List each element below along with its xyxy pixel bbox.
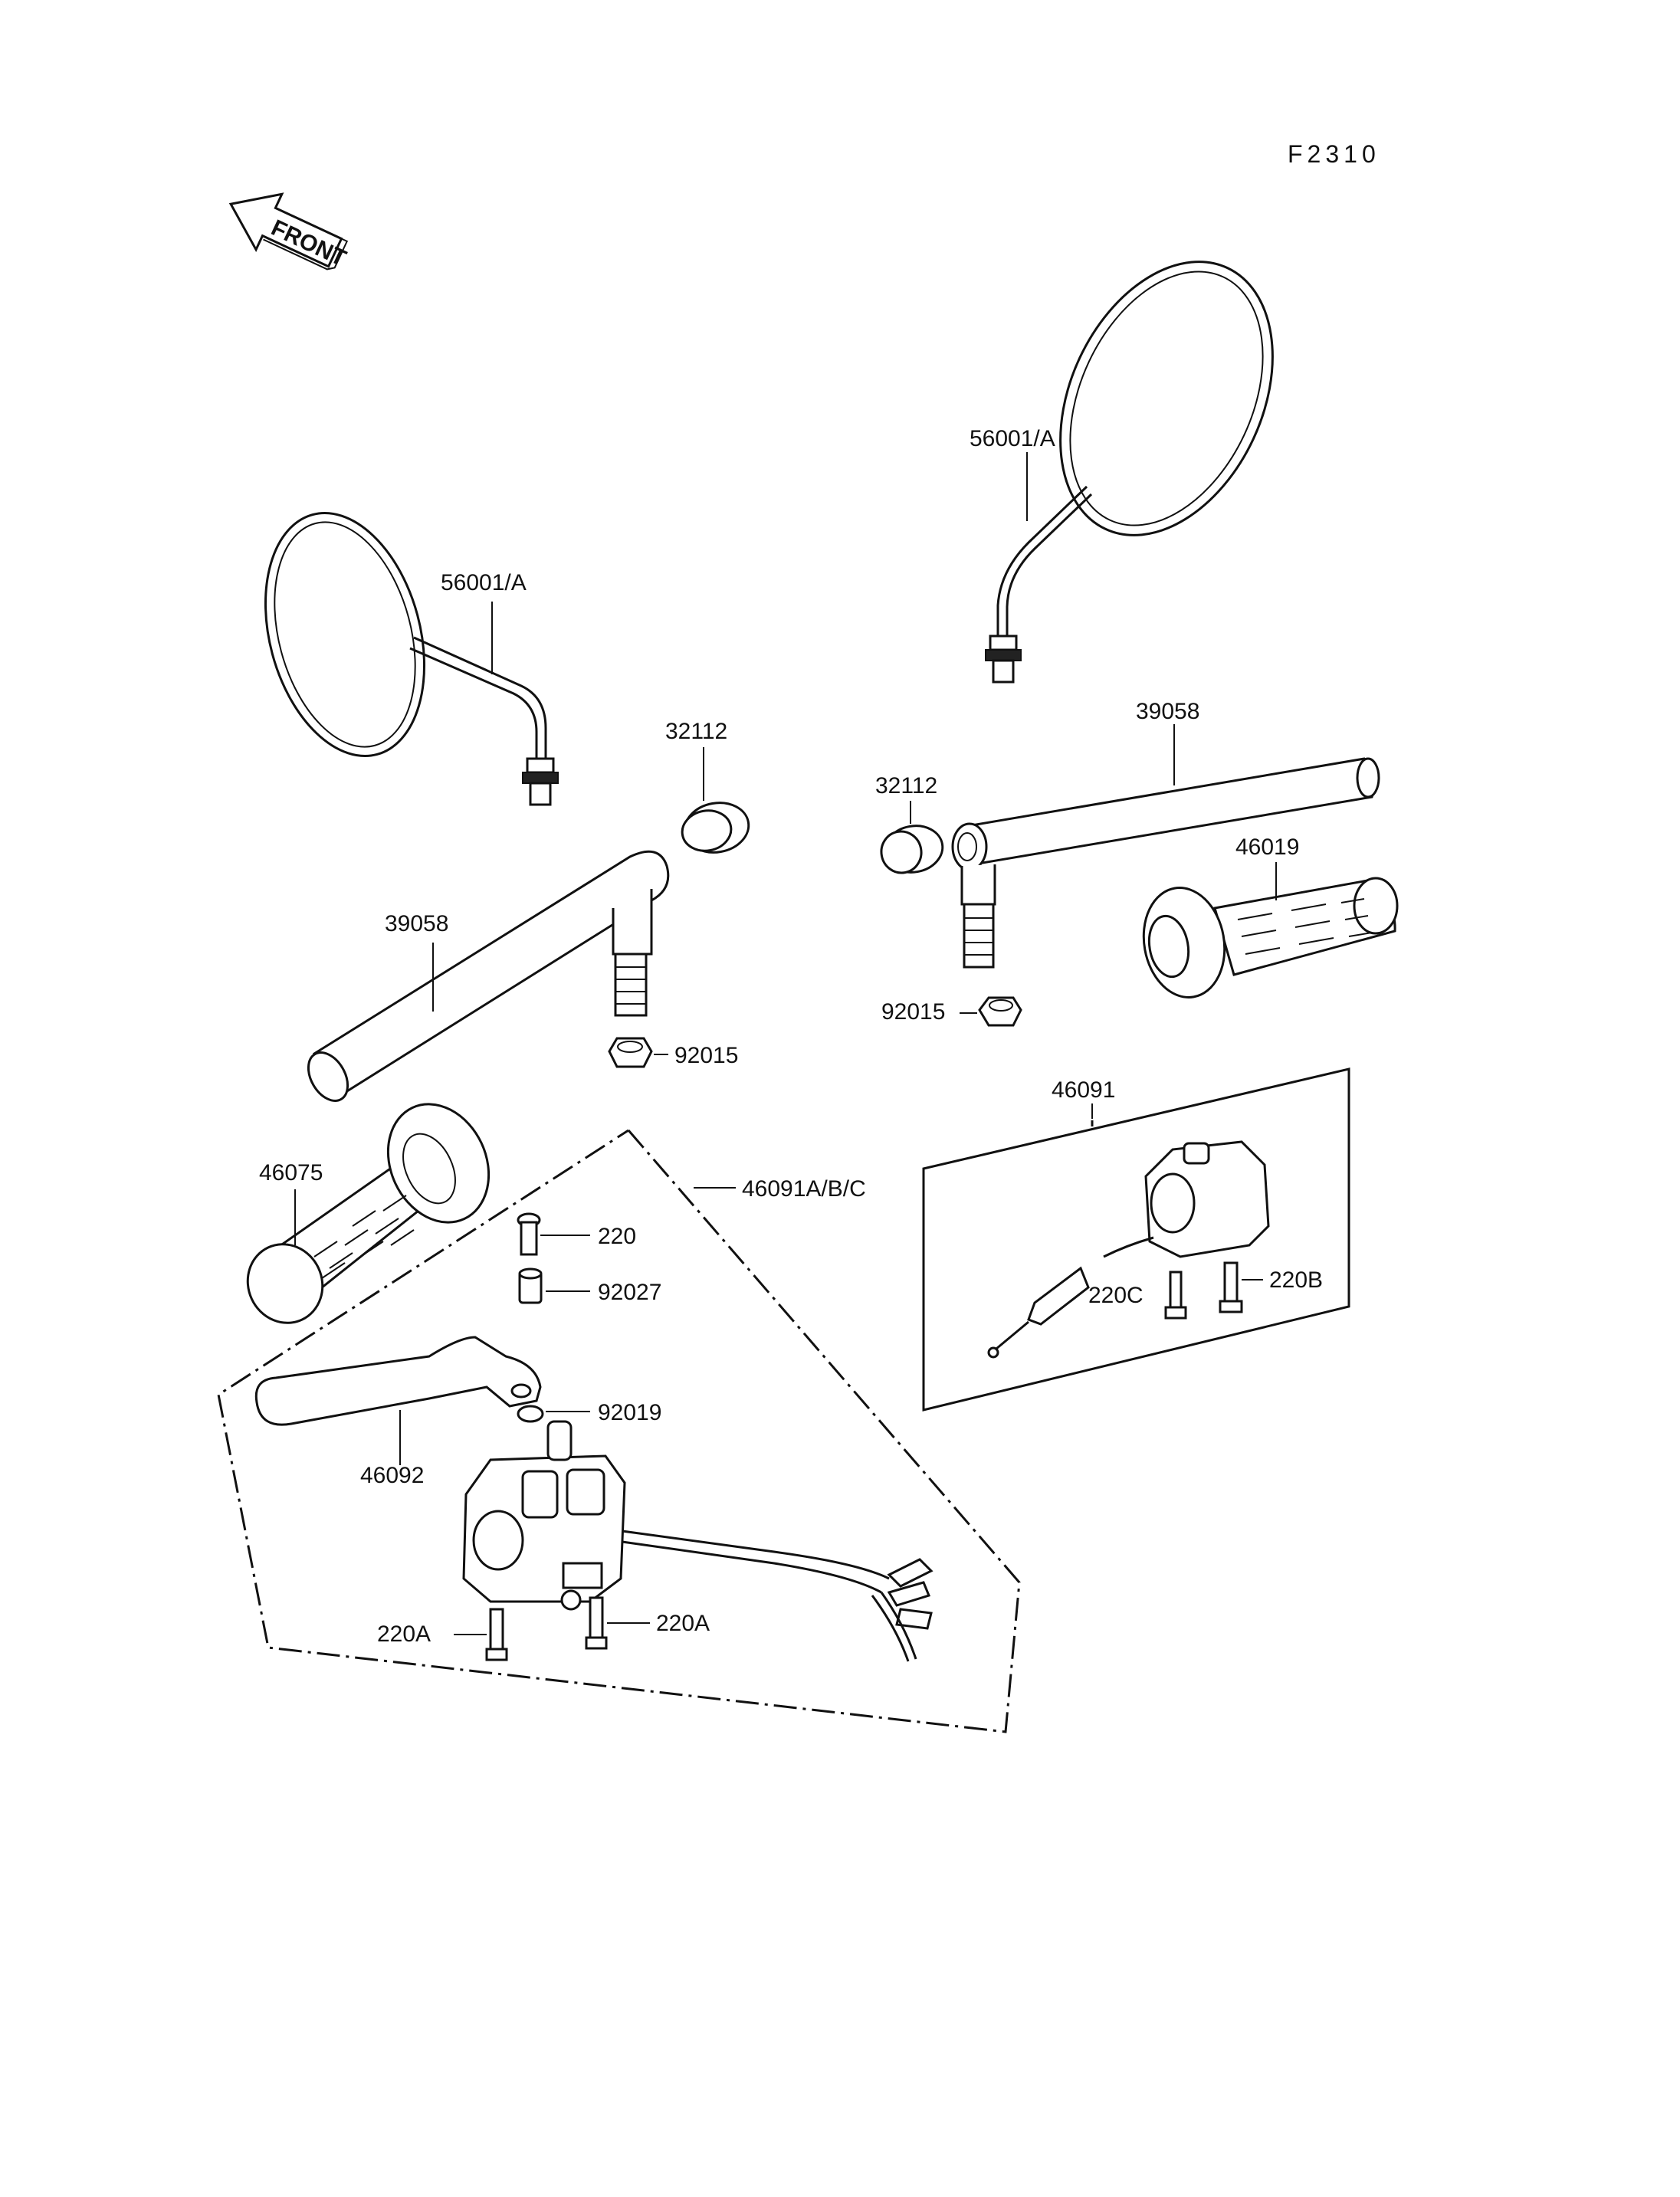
handlebar-left xyxy=(307,850,670,1102)
screw-left-a2 xyxy=(585,1596,608,1650)
switch-right-assy-outline xyxy=(922,1067,1350,1412)
washer-lever xyxy=(517,1405,544,1423)
label-screw-right-c: 220C xyxy=(1088,1283,1144,1308)
label-nut-left: 92015 xyxy=(674,1043,738,1068)
cap-right xyxy=(880,825,944,874)
lever xyxy=(254,1336,542,1426)
label-washer-lever: 92019 xyxy=(598,1400,661,1425)
label-lever: 46092 xyxy=(360,1463,424,1488)
label-mirror-left: 56001/A xyxy=(441,570,527,595)
nut-right xyxy=(978,996,1022,1027)
label-cap-left: 32112 xyxy=(665,719,727,744)
label-cap-right: 32112 xyxy=(875,773,937,798)
grip-left xyxy=(246,1103,491,1324)
label-grip-left: 46075 xyxy=(259,1160,323,1185)
screw-left-a1 xyxy=(485,1608,508,1661)
label-grip-right: 46019 xyxy=(1235,835,1299,860)
mirror-right xyxy=(985,261,1274,684)
label-handlebar-right: 39058 xyxy=(1136,699,1199,724)
label-collar-lever: 92027 xyxy=(598,1280,661,1305)
label-screw-left-a2: 220A xyxy=(656,1611,710,1636)
diagram-code: F2310 xyxy=(1288,140,1380,168)
handlebar-right xyxy=(951,757,1380,969)
label-screw-lever: 220 xyxy=(598,1224,636,1249)
switch-left-housing xyxy=(462,1420,934,1662)
switch-left-assy-outline xyxy=(217,1129,1021,1733)
cap-left xyxy=(681,802,750,854)
grip-right xyxy=(1142,877,1399,998)
mirror-left xyxy=(264,511,559,806)
screw-lever xyxy=(517,1212,541,1256)
label-switch-left-assy: 46091A/B/C xyxy=(742,1176,866,1202)
screw-right-b xyxy=(1219,1261,1243,1313)
label-screw-left-a1: 220A xyxy=(377,1622,431,1647)
collar-lever xyxy=(518,1267,543,1304)
label-handlebar-left: 39058 xyxy=(385,911,448,936)
switch-right-housing xyxy=(987,1140,1270,1359)
label-mirror-right: 56001/A xyxy=(970,426,1055,451)
label-screw-right-b: 220B xyxy=(1269,1267,1323,1293)
front-arrow-icon: FRONT xyxy=(228,192,349,271)
label-switch-right-assy: 46091 xyxy=(1052,1077,1115,1103)
screw-right-c xyxy=(1164,1271,1187,1320)
label-nut-right: 92015 xyxy=(881,999,945,1025)
nut-left xyxy=(608,1037,653,1068)
